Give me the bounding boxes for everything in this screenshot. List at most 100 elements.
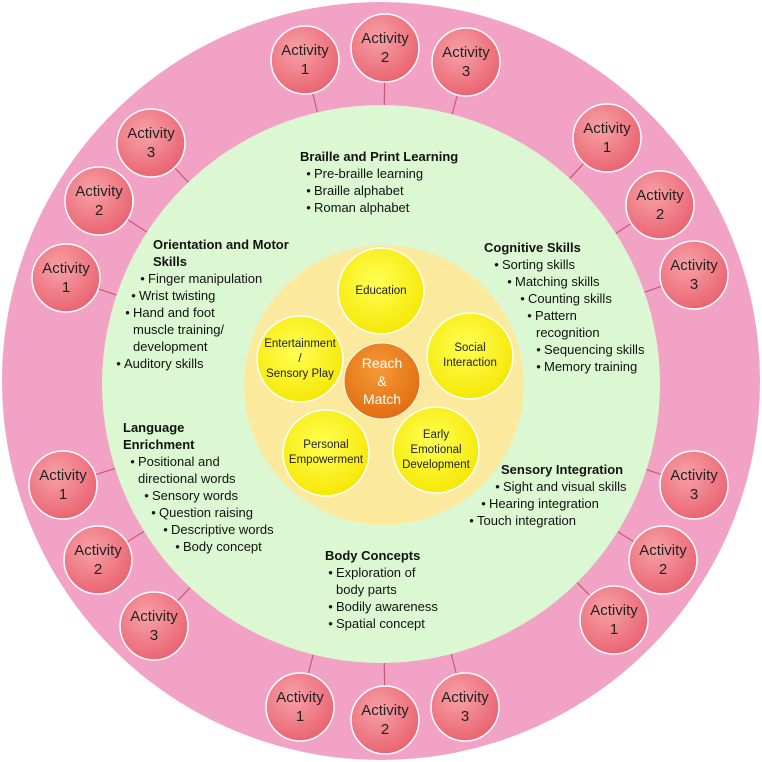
list-item: •Counting skills	[520, 291, 612, 306]
activity-number: 1	[61, 279, 71, 296]
center-line-2: &	[377, 373, 387, 389]
activity-connector	[126, 530, 145, 543]
activity-title: Activity	[276, 689, 324, 706]
activity-title: Activity	[130, 608, 178, 625]
activity-circle[interactable]	[350, 685, 420, 755]
list-item: •Sorting skills	[494, 257, 575, 272]
center-line-1: Reach	[361, 355, 403, 371]
activity-title: Activity	[127, 125, 175, 142]
core-circle-early-emotional-development	[392, 406, 480, 494]
list-item: •Positional and	[130, 454, 220, 469]
activity-circle[interactable]	[579, 585, 649, 655]
activity-title: Activity	[670, 467, 718, 484]
activity-connector	[127, 219, 148, 233]
activity-connector	[450, 653, 458, 675]
activity-circle[interactable]	[116, 108, 186, 178]
activity-title: Activity	[639, 542, 687, 559]
core-empowerment-line-1: Personal	[303, 439, 349, 451]
section-sensory-integration: Sensory Integration •Sight and visual sk…	[466, 461, 626, 529]
list-item: •Exploration of	[328, 565, 416, 580]
activity-number: 3	[149, 627, 159, 644]
core-entertainment-line-1: Entertainment	[264, 337, 336, 350]
activity-circle[interactable]	[659, 240, 729, 310]
activity-title: Activity	[42, 260, 90, 277]
activity-connector	[615, 222, 632, 234]
activity-title: Activity	[39, 467, 87, 484]
activity-number: 2	[93, 561, 103, 578]
activity-circle[interactable]	[430, 672, 500, 742]
activity-connector	[646, 469, 662, 476]
core-education: Education	[336, 252, 426, 330]
activity-circle[interactable]	[270, 25, 340, 95]
core-entertainment-line-2: /	[298, 352, 302, 365]
list-item-continued: development	[133, 339, 208, 354]
activity-circle[interactable]	[28, 450, 98, 520]
activity-number: 2	[658, 561, 668, 578]
section-title: Body Concepts	[325, 548, 421, 563]
core-early-emotional-development: Early Emotional Development	[391, 411, 481, 489]
section-language-enrichment: Language Enrichment •Positional and dire…	[123, 419, 274, 555]
activity-number: 2	[380, 721, 390, 738]
core-circle-entertainment-sensory-play	[256, 315, 344, 403]
activity-connector	[451, 94, 458, 115]
list-item: •Finger manipulation	[140, 271, 263, 286]
activity-connector	[95, 467, 116, 476]
section-title: Cognitive Skills	[484, 240, 581, 255]
center-circle	[343, 342, 421, 420]
activity-number: 3	[689, 276, 699, 293]
activity-title: Activity	[590, 602, 638, 619]
list-item: •Hand and foot	[125, 305, 215, 320]
core-education-line: Education	[355, 284, 407, 297]
activity-number: 3	[461, 63, 471, 80]
activity-number: 1	[300, 61, 310, 78]
section-title-line-2: Skills	[153, 254, 187, 269]
activity-number: 2	[380, 49, 390, 66]
activity-number: 2	[94, 202, 104, 219]
activity-title: Activity	[583, 120, 631, 137]
activity-label: Activity 3	[115, 107, 187, 179]
activity-circle[interactable]	[63, 525, 133, 595]
activity-connector	[174, 167, 189, 183]
activity-title: Activity	[74, 542, 122, 559]
list-item: •Auditory skills	[116, 356, 204, 371]
activity-circle[interactable]	[628, 525, 698, 595]
list-item-continued: directional words	[138, 471, 236, 486]
activity-circle[interactable]	[659, 450, 729, 520]
list-item: •Pre-braille learning	[306, 166, 424, 181]
list-item: •Pattern	[527, 308, 577, 323]
list-item-continued: recognition	[536, 325, 600, 340]
core-social-line-2: Interaction	[443, 357, 497, 369]
core-circle-social-interaction	[426, 312, 514, 400]
activity-circle[interactable]	[119, 591, 189, 661]
core-emotional-line-1: Early	[422, 428, 450, 441]
activity-title: Activity	[442, 44, 490, 61]
list-item: •Hearing integration	[481, 496, 599, 511]
activity-circle[interactable]	[31, 243, 101, 313]
activity-number: 3	[146, 144, 156, 161]
activity-circle[interactable]	[572, 103, 642, 173]
center-label: Reach & Match	[344, 346, 420, 416]
activity-circle[interactable]	[350, 13, 420, 83]
activity-title: Activity	[670, 257, 718, 274]
activity-circle[interactable]	[431, 27, 501, 97]
activity-label: Activity 3	[118, 590, 190, 662]
activity-title: Activity	[636, 187, 684, 204]
core-circle-education	[337, 247, 425, 335]
center-line-3: Match	[362, 391, 402, 407]
list-item-continued: body parts	[336, 582, 397, 597]
activity-circle[interactable]	[625, 170, 695, 240]
activity-circle[interactable]	[265, 672, 335, 742]
activity-connector	[569, 162, 585, 179]
activity-connector	[644, 285, 663, 293]
activity-connector	[617, 531, 635, 543]
section-braille-print-learning: Braille and Print Learning •Pre-braille …	[300, 148, 458, 216]
activity-circle[interactable]	[64, 166, 134, 236]
list-item-continued: muscle training/	[133, 322, 225, 337]
